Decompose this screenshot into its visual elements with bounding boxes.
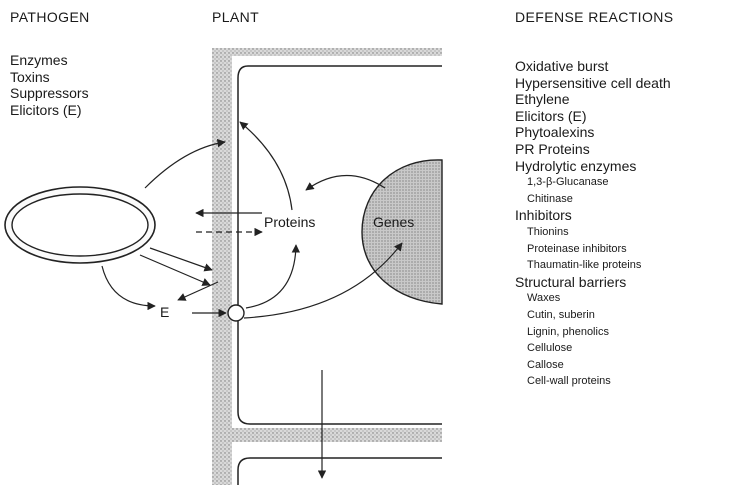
defense-reaction-subitem: Thaumatin-like proteins [515, 257, 671, 274]
defense-reaction-item: PR Proteins [515, 141, 671, 158]
defense-reaction-subitem: Proteinase inhibitors [515, 241, 671, 258]
proteins-label: Proteins [264, 214, 315, 230]
defense-reaction-item: Inhibitors [515, 207, 671, 224]
defense-reaction-item: Ethylene [515, 91, 671, 108]
defense-reaction-subitem: Callose [515, 357, 671, 374]
defense-reaction-item: Oxidative burst [515, 58, 671, 75]
defense-reaction-subitem: Waxes [515, 290, 671, 307]
receptor [228, 305, 244, 321]
defense-reaction-subitem: Lignin, phenolics [515, 324, 671, 341]
defense-reaction-item: Hypersensitive cell death [515, 75, 671, 92]
defense-reaction-subitem: Chitinase [515, 191, 671, 208]
defense-reaction-subitem: Cutin, suberin [515, 307, 671, 324]
defense-reaction-item: Structural barriers [515, 274, 671, 291]
defense-reaction-subitem: Cellulose [515, 340, 671, 357]
defense-reaction-subitem: Thionins [515, 224, 671, 241]
elicitor-label: E [160, 304, 169, 320]
defense-reaction-subitem: Cell-wall proteins [515, 373, 671, 390]
genes-label: Genes [373, 214, 414, 230]
pathogen-cell [5, 187, 155, 263]
defense-reaction-subitem: 1,3-β-Glucanase [515, 174, 671, 191]
defense-reaction-item: Hydrolytic enzymes [515, 158, 671, 175]
defense-reaction-item: Elicitors (E) [515, 108, 671, 125]
defense-reaction-item: Phytoalexins [515, 124, 671, 141]
